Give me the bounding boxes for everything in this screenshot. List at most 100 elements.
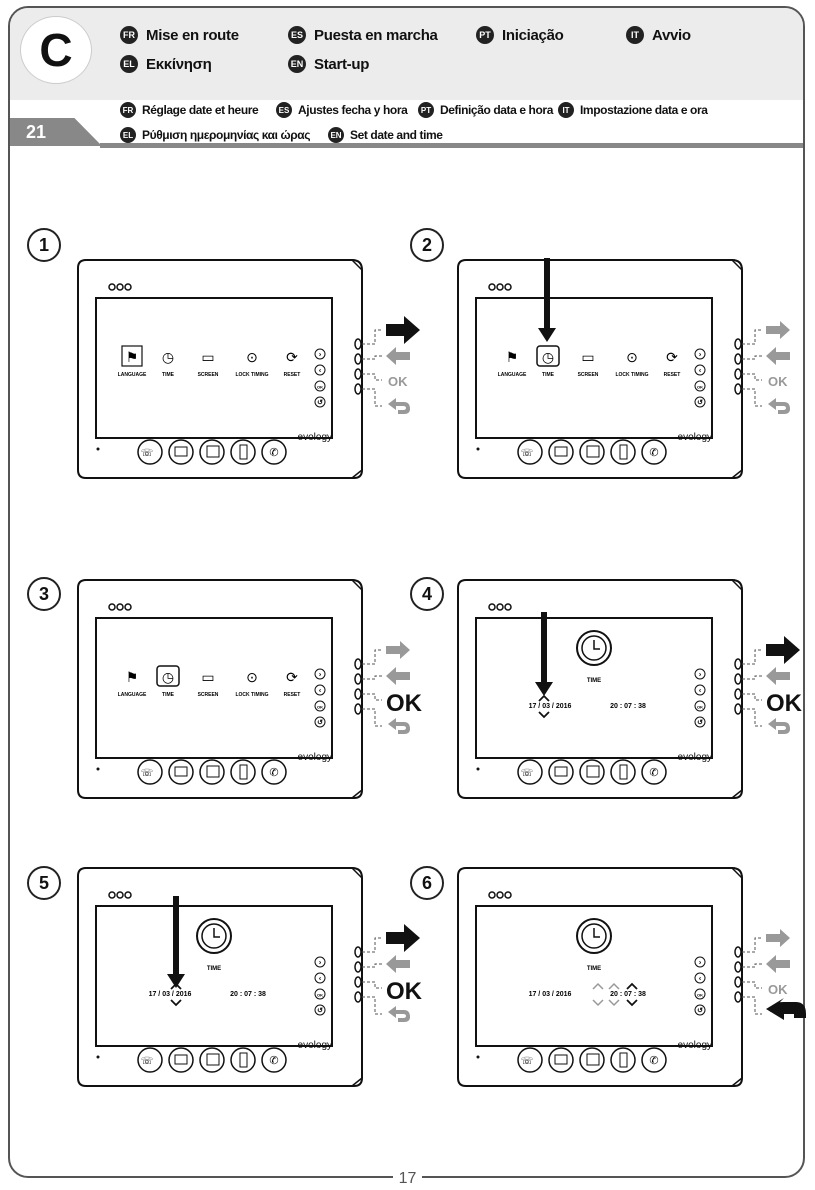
- header-title: Avvio: [652, 26, 691, 44]
- bottom-button: [610, 439, 636, 465]
- bottom-button: [168, 1047, 194, 1073]
- bottom-button: [548, 759, 574, 785]
- menu-label: SCREEN: [198, 372, 219, 378]
- intercom-icon: ☏: [141, 1056, 154, 1067]
- callout-leader: [742, 355, 762, 360]
- lang-code-badge: FR: [120, 102, 136, 118]
- microphone-dot: [96, 767, 100, 771]
- chevron-down-icon: [538, 711, 550, 719]
- indicator-led: [496, 283, 504, 291]
- screen-nav-glyph: ›: [319, 352, 322, 359]
- bottom-button: [199, 759, 225, 785]
- screen-nav-glyph: ›: [319, 960, 322, 967]
- callout-leader: [362, 937, 382, 953]
- callout-leader: [362, 355, 382, 360]
- brand-logo: evology: [678, 432, 712, 443]
- side-button: [354, 353, 362, 365]
- indicator-led: [124, 283, 132, 291]
- gate-icon: [174, 1054, 188, 1065]
- monitor-side-edge: [731, 867, 743, 1087]
- screen-nav-icon: [694, 668, 706, 680]
- side-button: [354, 946, 362, 958]
- side-button: [734, 946, 742, 958]
- brand-logo: evology: [678, 752, 712, 763]
- left-arrow-icon: [766, 347, 790, 365]
- sub-title: Ρύθμιση ημερομηνίας και ώρας: [142, 128, 311, 142]
- callout-leader: [362, 708, 382, 727]
- bottom-button: [137, 439, 163, 465]
- camera-icon: [586, 445, 600, 458]
- brand-logo: evology: [298, 752, 332, 763]
- bottom-button: [641, 1047, 667, 1073]
- menu-icon: ◷: [162, 349, 174, 365]
- menu-item-reset: ⟳RESET: [284, 669, 301, 698]
- bottom-button: [261, 759, 287, 785]
- indicator-led: [488, 283, 496, 291]
- gate-icon: [554, 766, 568, 777]
- side-button: [354, 338, 362, 350]
- camera-icon: [586, 765, 600, 778]
- ok-label: OK: [388, 374, 408, 389]
- monitor-side-edge: [351, 867, 363, 1087]
- indicator-led: [108, 603, 116, 611]
- step-badge-5: 5: [27, 866, 61, 900]
- side-button: [734, 976, 742, 988]
- bottom-button: [261, 439, 287, 465]
- lang-code-badge: FR: [120, 26, 138, 44]
- screen-nav-glyph: OK: [317, 993, 323, 998]
- lang-code-badge: EL: [120, 55, 138, 73]
- brand-logo: evology: [678, 1040, 712, 1051]
- menu-icon: ⟳: [666, 349, 678, 365]
- right-arrow-icon: [766, 929, 790, 947]
- menu-item-lock-timing: ⊙LOCK TIMING: [235, 349, 268, 378]
- handset-icon: ✆: [649, 767, 658, 779]
- screen-nav-glyph: OK: [317, 705, 323, 710]
- menu-label: TIME: [162, 372, 175, 378]
- intercom-icon: ☏: [141, 768, 154, 779]
- callout-leader: [362, 963, 382, 968]
- menu-icon: ⊙: [626, 349, 638, 365]
- monitor-panel-3: evology☏✆›‹OK↺⚑LANGUAGE◷TIME▭SCREEN⊙LOCK…: [77, 579, 423, 799]
- menu-item-time: ◷ TIME: [162, 349, 175, 378]
- bottom-button: [641, 759, 667, 785]
- gate-icon: [174, 446, 188, 457]
- indicator-led: [116, 603, 124, 611]
- camera-icon: [206, 765, 220, 778]
- side-button: [734, 673, 742, 685]
- bottom-button: [579, 439, 605, 465]
- indicator-led: [116, 283, 124, 291]
- header-title: Iniciação: [502, 26, 564, 44]
- screen-bezel: [95, 297, 333, 439]
- section-divider: [100, 143, 803, 148]
- down-arrow-icon: [538, 328, 556, 342]
- down-arrow-icon: [167, 974, 185, 988]
- callout-leader: [362, 981, 382, 989]
- sub-title: Ajustes fecha y hora: [298, 103, 408, 117]
- lang-code-badge: IT: [626, 26, 644, 44]
- door-icon: [239, 764, 248, 780]
- bottom-button: [199, 1047, 225, 1073]
- screen-nav-glyph: ›: [699, 672, 702, 679]
- side-button: [354, 976, 362, 988]
- menu-icon: ⟳: [286, 349, 298, 365]
- lang-code-badge: ES: [288, 26, 306, 44]
- menu-item-screen: ▭SCREEN: [578, 349, 599, 378]
- clock-hands: [593, 640, 600, 650]
- screen-nav-glyph: OK: [697, 993, 703, 998]
- callout-leader: [742, 937, 762, 953]
- brand-logo: evology: [298, 432, 332, 443]
- side-button: [354, 383, 362, 395]
- section-letter: C: [20, 16, 92, 84]
- screen-nav-glyph: OK: [697, 705, 703, 710]
- clock-face: [581, 923, 607, 949]
- side-button: [354, 673, 362, 685]
- left-arrow-icon: [386, 347, 410, 365]
- indicator-led: [124, 891, 132, 899]
- bottom-button: [517, 439, 543, 465]
- back-arrow-icon: [388, 718, 410, 734]
- menu-item-lock-timing: ⊙LOCK TIMING: [235, 669, 268, 698]
- language-box: [121, 345, 143, 367]
